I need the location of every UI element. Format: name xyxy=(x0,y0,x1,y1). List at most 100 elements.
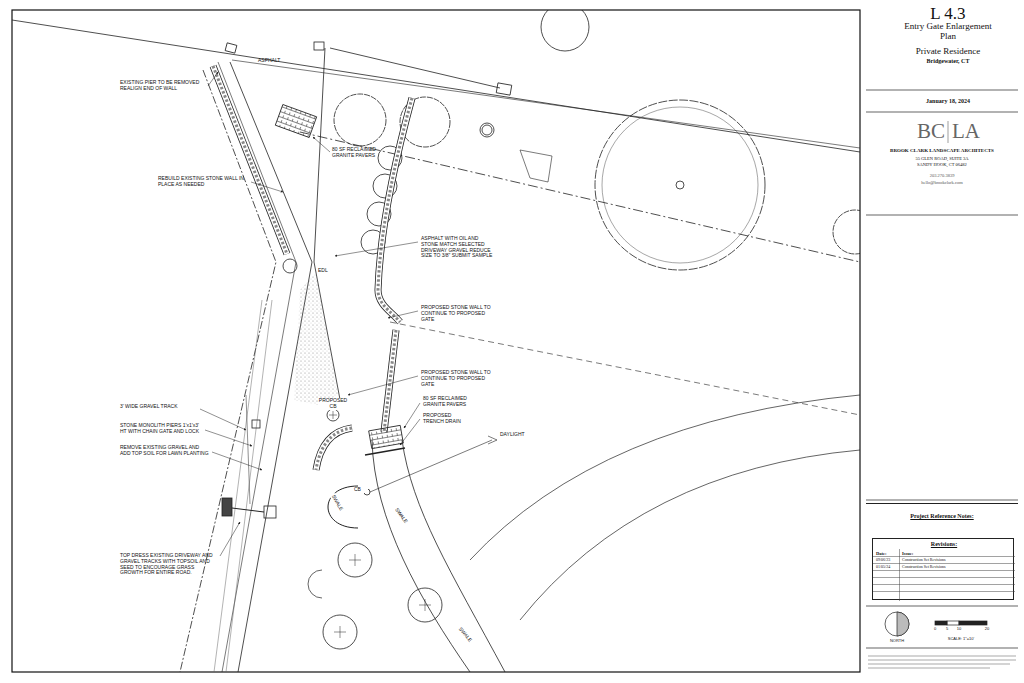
plan-circle xyxy=(885,612,909,636)
plan-path xyxy=(404,403,420,428)
plan-rect xyxy=(264,506,276,518)
scale-label: 0 xyxy=(931,627,939,632)
plan-path xyxy=(294,272,338,405)
plan-path xyxy=(200,409,246,430)
plan-path xyxy=(384,330,396,432)
sheet-number: L 4.3 xyxy=(898,4,998,24)
plan-path xyxy=(372,440,470,672)
plan-g xyxy=(200,72,420,556)
plan-path xyxy=(330,48,500,88)
table-rule xyxy=(899,549,900,601)
plan-path xyxy=(520,150,552,182)
callout-note: REBUILD EXISTING STONE WALL IN PLACE AS … xyxy=(158,176,250,188)
callout-note: REMOVE EXISTING GRAVEL AND ADD TOP SOIL … xyxy=(120,445,210,457)
plan-circle xyxy=(595,100,765,270)
plan-line xyxy=(866,606,1018,607)
plan-line xyxy=(866,112,1018,113)
plan-path xyxy=(329,411,337,419)
callout-note: PROPOSED CB xyxy=(318,398,348,410)
plan-path xyxy=(313,137,330,152)
plan-path xyxy=(218,62,296,672)
plan-path xyxy=(308,570,322,598)
table-rule xyxy=(873,570,1015,571)
plan-path xyxy=(365,448,405,455)
callout-note: CB xyxy=(354,487,368,493)
sheet-title: Entry Gate Enlargement Plan xyxy=(898,22,998,42)
scale-label: NORTH xyxy=(883,639,911,644)
plan-circle xyxy=(833,210,860,254)
plan-path xyxy=(378,98,412,322)
callout-note: EXISTING PIER TO BE REMOVED REALIGN END … xyxy=(120,80,208,92)
plan-path xyxy=(232,508,264,512)
sheet-date: January 18, 2024 xyxy=(880,98,1016,105)
callout-note: SWALE xyxy=(391,504,411,529)
panel-heading: Project Reference Notes: xyxy=(866,513,1018,520)
plan-line xyxy=(868,655,1016,656)
callout-note: ASPHALT xyxy=(258,58,298,64)
scale-label: 5 xyxy=(943,627,951,632)
plan-path xyxy=(12,20,860,152)
table-rule xyxy=(873,591,1015,592)
plan-path xyxy=(349,554,361,566)
table-cell: Construction Set Revisions xyxy=(902,558,1012,563)
table-cell: 09/06/23 xyxy=(876,558,900,563)
table-rule xyxy=(873,556,1015,557)
plan-circle xyxy=(480,123,494,137)
plan-circle xyxy=(283,259,297,273)
plan-path xyxy=(246,395,250,504)
plan-rect xyxy=(959,621,987,625)
plan-path xyxy=(316,428,352,470)
plan-rect xyxy=(12,10,860,672)
table-rule xyxy=(873,563,1015,564)
plan-circle xyxy=(327,409,339,421)
plan-line xyxy=(868,663,1010,664)
callout-note: PROPOSED STONE WALL TO CONTINUE TO PROPO… xyxy=(421,305,495,322)
plan-circle xyxy=(602,107,758,263)
plan-rect xyxy=(275,105,316,138)
plan-path xyxy=(316,428,352,470)
plan-path xyxy=(232,60,860,148)
callout-note: DAYLIGHT xyxy=(500,432,542,438)
plan-circle xyxy=(323,615,357,649)
plan-line xyxy=(866,215,1018,216)
callout-note: STONE MONOLITH PIERS 1'x1'x3' HT WITH CH… xyxy=(120,423,204,435)
plan-circle xyxy=(482,125,492,135)
plan-g xyxy=(868,656,1016,668)
plan-path xyxy=(226,300,272,672)
firm-address: 55 GLEN ROAD, SUITE 3A xyxy=(870,156,1014,161)
callout-note: SWALE xyxy=(454,623,475,647)
plan-rect xyxy=(314,42,324,50)
table-cell: Issue: xyxy=(902,551,1002,556)
plan-path xyxy=(400,419,420,445)
callout-note: PROPOSED TRENCH DRAIN xyxy=(423,413,471,425)
project-name: Private Residence xyxy=(898,46,998,56)
plan-path xyxy=(470,395,860,560)
plan-line xyxy=(948,121,949,143)
plan-path xyxy=(419,599,431,611)
firm-name: BROOK CLARK LANDSCAPE ARCHITECTS xyxy=(870,148,1014,154)
plan-g xyxy=(866,90,1018,648)
table-cell: Construction Set Revisions xyxy=(902,565,1012,570)
firm-address: SANDY HOOK, CT 06482 xyxy=(870,162,1014,167)
plan-path xyxy=(208,72,218,86)
plan-circle xyxy=(338,543,372,577)
firm-email: hello@brookclark.com xyxy=(870,180,1014,185)
plan-path xyxy=(348,376,418,395)
plan-line xyxy=(868,667,990,668)
callout-note: PROPOSED STONE WALL TO CONTINUE TO PROPO… xyxy=(421,370,495,387)
callout-note: 80 SF RECLAIMED GRANITE PAVERS xyxy=(332,147,394,159)
plan-rect xyxy=(222,498,232,516)
plan-path xyxy=(378,98,412,322)
firm-phone: 203.270.3839 xyxy=(870,173,1014,178)
plan-path xyxy=(384,330,396,432)
plan-path xyxy=(212,452,262,470)
plan-circle xyxy=(408,588,442,622)
plan-circle xyxy=(541,10,589,51)
plan-path xyxy=(180,70,276,672)
plan-line xyxy=(866,500,1018,501)
plan-line xyxy=(868,659,1016,660)
plan-rect xyxy=(935,621,947,625)
plan-path xyxy=(213,66,287,254)
